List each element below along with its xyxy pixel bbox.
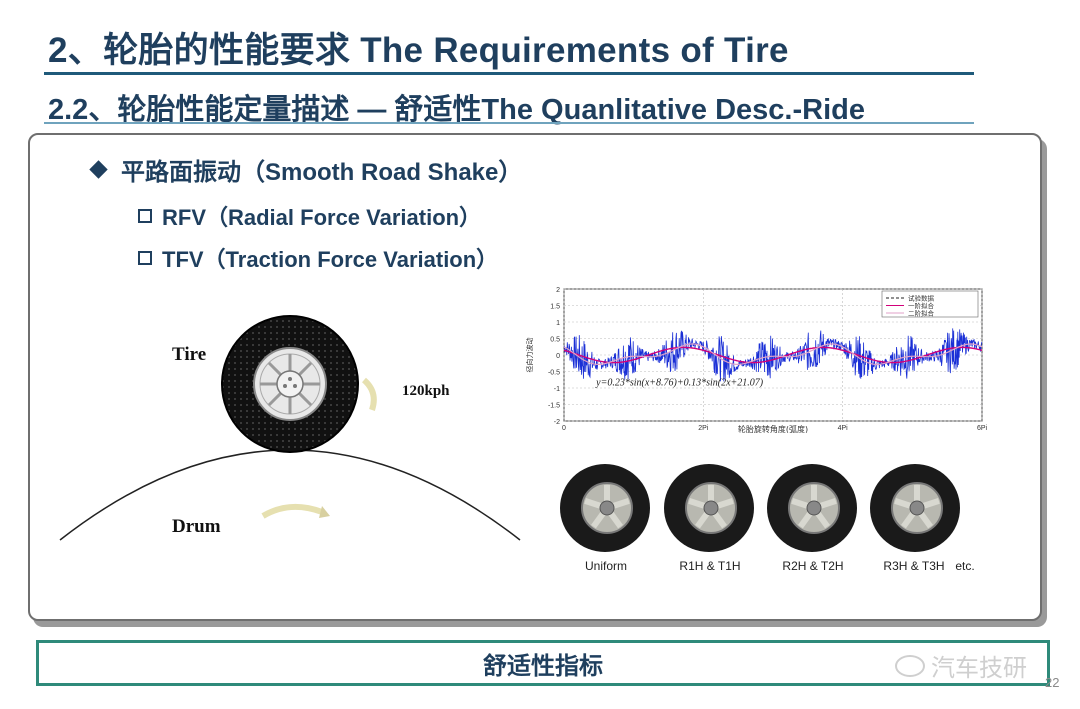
y-tick-label: 2 <box>556 287 560 294</box>
wheels-row <box>560 464 960 552</box>
x-tick-label: 0 <box>562 425 566 432</box>
wheel-icon <box>870 464 960 552</box>
series-second-order-line <box>563 343 983 365</box>
wheel-label: R1H & T1H <box>679 559 741 573</box>
y-tick-label: -1 <box>554 386 560 393</box>
drum-arc <box>59 449 521 541</box>
page-subtitle: 2.2、轮胎性能定量描述 — 舒适性The Quanlitative Desc.… <box>48 94 865 126</box>
series-first-order-line <box>563 346 983 364</box>
y-tick-label: -2 <box>554 419 560 426</box>
main-bullet: 平路面振动（Smooth Road Shake） <box>89 152 523 187</box>
y-tick-label: 0.5 <box>550 337 560 344</box>
y-tick-label: 1.5 <box>550 304 560 311</box>
y-tick-label: -1.5 <box>548 403 560 410</box>
watermark-text: 汽车技研 <box>931 655 1027 682</box>
page-number: 22 <box>1045 675 1060 690</box>
y-tick-label: 0 <box>556 353 560 360</box>
y-axis-label: 径向力波动 <box>525 338 534 373</box>
legend-label: 二阶拟合 <box>908 309 935 318</box>
drum-rotation-arrow-icon <box>261 503 324 519</box>
wheel-label: Uniform <box>584 559 627 573</box>
legend-label: 一阶拟合 <box>908 301 935 310</box>
wheel-icon <box>664 464 754 552</box>
wheel-label: R3H & T3H <box>883 559 945 573</box>
wheel-icon <box>560 464 650 552</box>
tire-icon <box>221 315 359 453</box>
wheel-label: R2H & T2H <box>782 559 844 573</box>
subtitle-divider <box>44 122 974 124</box>
x-tick-label: 4Pi <box>838 425 849 432</box>
diamond-bullet-icon <box>89 160 108 179</box>
equation-annotation: y=0.23*sin(x+8.76)+0.13*sin(2x+21.07) <box>595 377 764 388</box>
tire-drum-diagram <box>59 315 521 541</box>
sub-bullet-rfv: RFV（Radial Force Variation） <box>138 200 481 232</box>
sub-bullet-text: RFV（Radial Force Variation） <box>162 205 482 230</box>
wechat-icon <box>895 654 925 677</box>
speed-label: 120kph <box>402 383 450 399</box>
sub-bullet-tfv: TFV（Traction Force Variation） <box>138 242 498 274</box>
x-axis-label: 轮胎旋转角度(弧度) <box>738 424 808 433</box>
sub-bullet-text: TFV（Traction Force Variation） <box>162 247 499 272</box>
main-bullet-text: 平路面振动（Smooth Road Shake） <box>121 159 523 186</box>
y-tick-label: 1 <box>556 320 560 327</box>
page-title: 2、轮胎的性能要求 The Requirements of Tire <box>48 31 789 70</box>
tire-rotation-arrow-icon <box>361 377 377 411</box>
tire-label: Tire <box>172 344 207 365</box>
square-bullet-icon <box>138 251 152 265</box>
x-tick-label: 6Pi <box>977 425 988 432</box>
footer-banner: 舒适性指标 <box>36 640 1050 686</box>
legend-label: 试验数据 <box>908 294 935 303</box>
etc-label: etc. <box>955 559 975 573</box>
y-tick-label: -0.5 <box>548 370 560 377</box>
title-divider <box>44 72 974 75</box>
footer-label: 舒适性指标 <box>483 652 603 680</box>
x-tick-label: 2Pi <box>698 425 709 432</box>
drum-label: Drum <box>172 516 221 537</box>
watermark: 汽车技研 <box>895 648 1027 683</box>
series-measured-line <box>563 328 983 382</box>
wheel-icon <box>767 464 857 552</box>
square-bullet-icon <box>138 209 152 223</box>
